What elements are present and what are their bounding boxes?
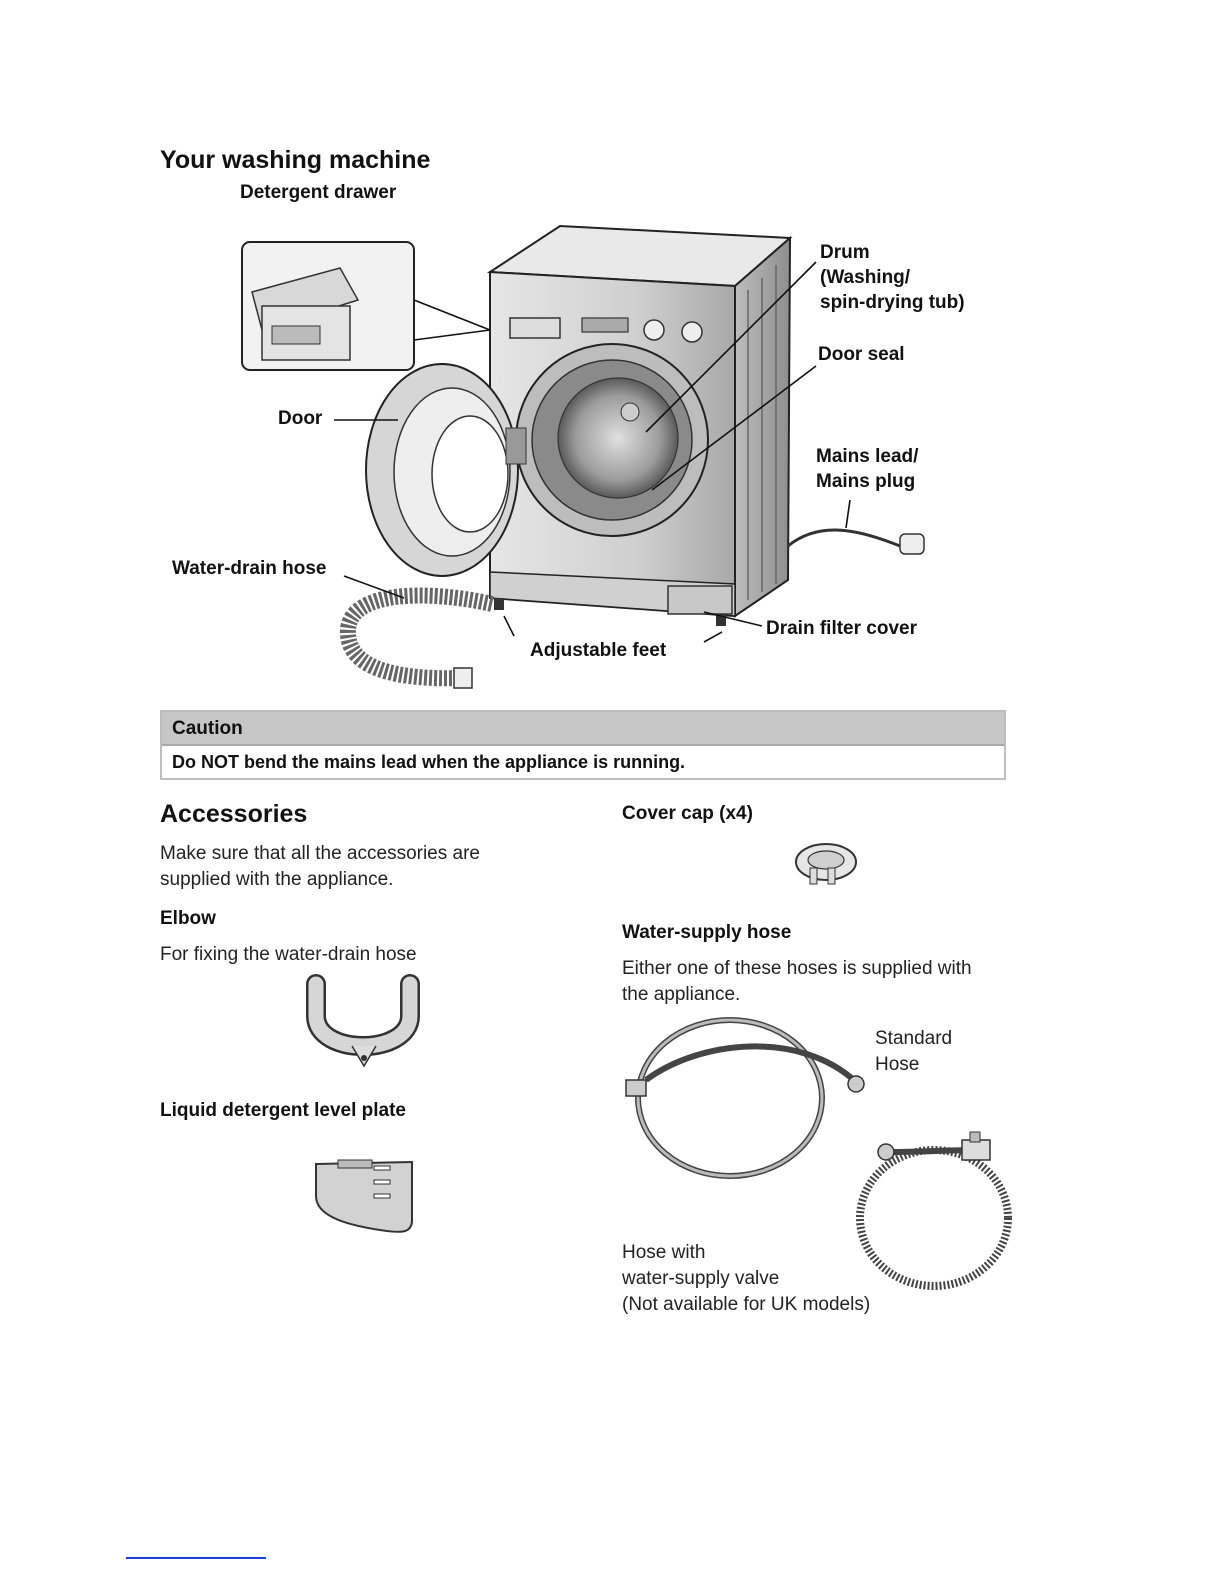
control-knob-2 (681, 321, 703, 343)
door-seal-label: Door seal (818, 344, 905, 365)
detergent-drawer-label: Detergent drawer (240, 182, 397, 203)
water-drain-hose-label: Water-drain hose (172, 558, 327, 579)
mains-lead-shape (787, 528, 901, 548)
water-drain-hose-shape (340, 587, 494, 687)
level-plate-title: Liquid detergent level plate (160, 1100, 406, 1121)
valve-hose-label: Hose with water-supply valve (Not availa… (622, 1242, 871, 1315)
water-supply-hose-description: Either one of these hoses is supplied wi… (622, 958, 972, 1005)
elbow-description: For fixing the water-drain hose (160, 944, 417, 965)
accessories-intro: Make sure that all the accessories are s… (160, 843, 480, 890)
drain-filter-cover-shape (667, 585, 733, 615)
drain-filter-cover-label: Drain filter cover (766, 618, 917, 639)
adjustable-feet-label: Adjustable feet (530, 640, 667, 661)
caution-box: Caution Do NOT bend the mains lead when … (160, 710, 1006, 780)
door-label: Door (278, 408, 323, 429)
standard-hose-label: Standard Hose (875, 1028, 953, 1075)
drum-label: Drum (Washing/ spin-drying tub) (820, 242, 965, 313)
water-supply-hose-title: Water-supply hose (622, 922, 792, 943)
caution-text: Do NOT bend the mains lead when the appl… (162, 746, 1004, 778)
control-knob-1 (643, 319, 665, 341)
mains-plug-shape (899, 533, 925, 555)
drum-shape (557, 377, 679, 499)
washing-machine-illustration (241, 224, 925, 689)
mains-label: Mains lead/ Mains plug (816, 446, 919, 492)
caution-header: Caution (162, 712, 1004, 746)
cover-cap-title: Cover cap (x4) (622, 803, 753, 824)
footer-rule (126, 1557, 266, 1559)
elbow-title: Elbow (160, 908, 216, 929)
accessories-title: Accessories (160, 800, 308, 828)
section-title: Your washing machine (160, 146, 431, 174)
